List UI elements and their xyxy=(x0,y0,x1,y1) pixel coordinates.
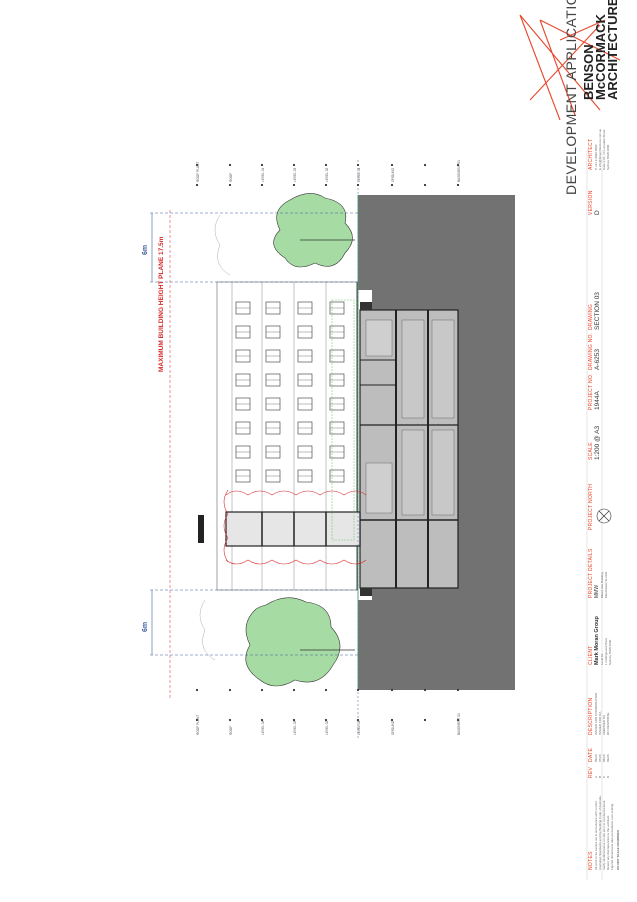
level-label-top: LEVEL 02 xyxy=(325,167,329,182)
scale-block: SCALE 1:200 @ A3 xyxy=(588,426,601,460)
north-label: PROJECT NORTH xyxy=(588,483,594,530)
level-marker-dot xyxy=(228,183,232,187)
level-label-bottom: LEVEL 02 xyxy=(325,720,329,735)
level-marker-dot xyxy=(390,163,394,167)
level-label-bottom: BASEMENT 01 xyxy=(457,713,461,735)
practice-name-line3: ARCHITECTURE xyxy=(605,0,620,100)
level-marker-dot xyxy=(356,718,360,722)
planting-strip xyxy=(331,299,355,541)
level-label-bottom: ROOF xyxy=(229,725,233,735)
dimension-lines xyxy=(150,160,359,740)
drawing-no-block: DRAWING NO. A-6253 xyxy=(588,332,601,370)
level-marker-dot xyxy=(390,718,394,722)
level-marker-dot xyxy=(260,163,264,167)
level-marker-dot xyxy=(260,688,264,692)
basement-section xyxy=(359,302,459,596)
revision-id: D xyxy=(606,775,610,778)
level-marker-dot xyxy=(423,718,427,722)
level-label-top: BASEMENT 01 xyxy=(457,160,461,182)
height-plane-label: MAXIMUM BUILDING HEIGHT PLANE 17.5m xyxy=(158,236,165,372)
level-label-bottom: ROOF PLANT xyxy=(196,714,200,735)
level-marker-dot xyxy=(195,163,199,167)
level-marker-dot xyxy=(195,183,199,187)
scale-value: 1:200 @ A3 xyxy=(594,425,601,460)
level-marker-dot xyxy=(228,688,232,692)
level-marker-dot xyxy=(356,183,360,187)
version-block: VERSION D xyxy=(588,190,601,215)
level-label-top: ROOF PLANT xyxy=(196,161,200,182)
practice-logo xyxy=(519,14,621,121)
level-label-bottom: LEVEL 01 xyxy=(357,720,361,735)
drawing-no-value: A-6253 xyxy=(594,349,601,370)
level-marker-dot xyxy=(292,718,296,722)
rev-block: REV A B C D xyxy=(588,767,610,778)
level-label-bottom: LEVEL 03 xyxy=(293,720,297,735)
date-block: DATE 05/20 07/20 08/20 09/20 xyxy=(588,748,610,762)
drawing-block: DRAWING SECTION 03 xyxy=(588,292,601,330)
project-details-block: PROJECT DETAILS MMW Mixed Use Building M… xyxy=(588,548,608,598)
level-marker-dot xyxy=(292,183,296,187)
level-marker-dot xyxy=(456,183,460,187)
stage-title: DEVELOPMENT APPLICATION xyxy=(563,0,579,195)
client-block: CLIENT Mark Moran Group Level 10 1 Colli… xyxy=(588,616,612,665)
practice-name: BENSON McCORMACK ARCHITECTURE xyxy=(581,0,620,100)
level-label-bottom: LEVEL 04 xyxy=(261,720,265,735)
level-marker-dot xyxy=(324,163,328,167)
level-marker-dot xyxy=(292,688,296,692)
notes-line: Figured dimensions take precedence over … xyxy=(610,803,614,870)
revision-desc: RFI RESPONSE xyxy=(606,712,610,735)
description-block: DESCRIPTION ISSUED FOR COORDINATION ISSU… xyxy=(588,693,610,735)
level-marker-dot xyxy=(390,183,394,187)
north-arrow-icon xyxy=(596,508,612,524)
level-label-top: LEVEL 03 xyxy=(293,167,297,182)
height-plane-outline xyxy=(169,210,367,700)
tree-right xyxy=(199,597,355,687)
dimension-label-bottom: 6m xyxy=(142,621,149,632)
title-block-frame xyxy=(586,150,603,880)
level-marker-dot xyxy=(456,718,460,722)
level-label-top: GROUND xyxy=(391,167,395,182)
level-markers xyxy=(195,163,460,722)
level-marker-dot xyxy=(324,688,328,692)
level-marker-dot xyxy=(423,183,427,187)
version-value: D xyxy=(594,210,601,215)
level-marker-dot xyxy=(356,688,360,692)
level-marker-dot xyxy=(228,163,232,167)
level-marker-dot xyxy=(423,688,427,692)
level-marker-dot xyxy=(292,163,296,167)
level-marker-dot xyxy=(324,183,328,187)
client-line: Sydney NSW 2000 xyxy=(608,639,612,665)
architect-block: ARCHITECT P +61 2 9690 0080 E info@bmarc… xyxy=(588,129,610,170)
level-marker-dot xyxy=(324,718,328,722)
level-label-bottom: GROUND xyxy=(391,720,395,735)
level-marker-dot xyxy=(390,688,394,692)
level-label-top: LEVEL 01 xyxy=(357,167,361,182)
level-marker-dot xyxy=(228,718,232,722)
level-marker-dot xyxy=(456,688,460,692)
level-marker-dot xyxy=(356,163,360,167)
project-no-block: PROJECT NO. 1944A xyxy=(588,373,601,410)
window-grid xyxy=(235,301,345,483)
level-label-top: LEVEL 04 xyxy=(261,167,265,182)
level-marker-dot xyxy=(260,183,264,187)
dimension-label-top: 6m xyxy=(142,244,149,255)
architect-line: Sydney NSW 2000 xyxy=(606,144,610,170)
level-marker-dot xyxy=(423,163,427,167)
do-not-scale-note: DO NOT SCALE DRAWINGS xyxy=(616,829,620,870)
ground-floor-glazing xyxy=(198,511,361,547)
level-marker-dot xyxy=(195,688,199,692)
revision-date: 09/20 xyxy=(606,754,610,762)
level-marker-dot xyxy=(195,718,199,722)
project-no-value: 1944A xyxy=(594,391,601,410)
level-marker-dot xyxy=(260,718,264,722)
notes-block: NOTES All work to be carried out in acco… xyxy=(588,795,620,870)
project-details-line: Manchester St 2011 xyxy=(604,571,608,598)
tree-left xyxy=(214,193,355,276)
drawing-value: SECTION 03 xyxy=(594,292,601,330)
level-marker-dot xyxy=(456,163,460,167)
level-label-top: ROOF xyxy=(229,172,233,182)
